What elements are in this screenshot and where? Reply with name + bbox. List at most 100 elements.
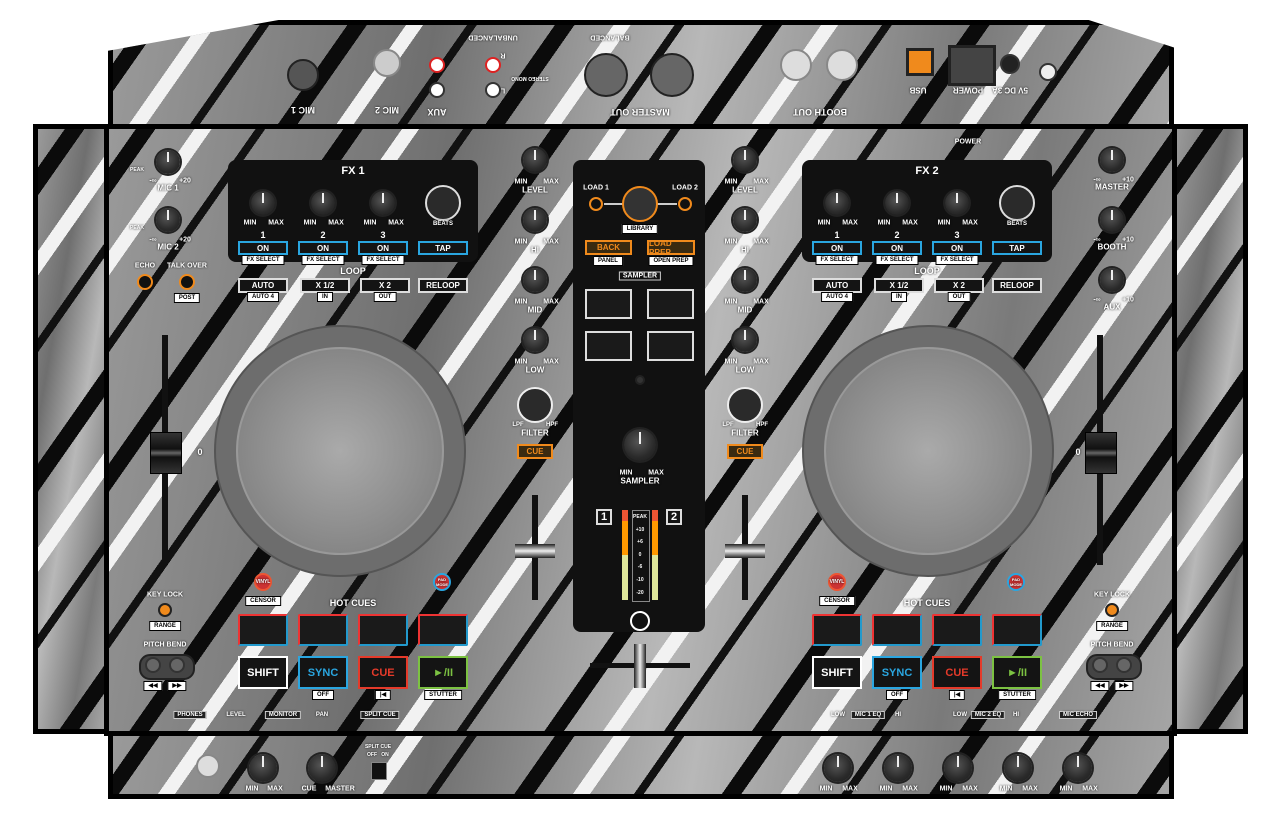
- hi-knob[interactable]: [523, 208, 547, 232]
- mic-front-knob-4[interactable]: [1004, 754, 1032, 782]
- fx2-knob[interactable]: [885, 191, 909, 215]
- jog-wheel-platter[interactable]: [236, 347, 444, 555]
- key-lock-button[interactable]: [158, 603, 172, 617]
- sync-button[interactable]: SYNC: [298, 656, 348, 689]
- mic-front-knob-1[interactable]: [824, 754, 852, 782]
- channel-fader-cap[interactable]: [515, 544, 555, 558]
- mic-front-knob-2[interactable]: [884, 754, 912, 782]
- mic-front-knob-3[interactable]: [944, 754, 972, 782]
- channel-2-badge[interactable]: 2: [666, 509, 682, 525]
- sync-button[interactable]: SYNC: [872, 656, 922, 689]
- load2-button[interactable]: [678, 197, 692, 211]
- shift-button[interactable]: SHIFT: [812, 656, 862, 689]
- pitch-bend-plus-button[interactable]: [1116, 657, 1132, 673]
- library-knob[interactable]: [622, 186, 658, 222]
- level-knob[interactable]: [733, 148, 757, 172]
- hi-knob[interactable]: [733, 208, 757, 232]
- headphone-jack[interactable]: [196, 754, 220, 778]
- vinyl-button[interactable]: [828, 573, 846, 591]
- fx-select-label: FX SELECT: [935, 255, 979, 265]
- echo-button[interactable]: [137, 274, 153, 290]
- load-prep-button[interactable]: LOAD PREP: [647, 239, 695, 257]
- fx1-on-button[interactable]: ON: [238, 241, 288, 255]
- hot-cue-pad-4[interactable]: [992, 614, 1042, 646]
- phones-level-knob[interactable]: [249, 754, 277, 782]
- load1-button[interactable]: [589, 197, 603, 211]
- sampler-pad-2[interactable]: [647, 289, 694, 319]
- filter-knob[interactable]: [517, 387, 553, 423]
- back-button[interactable]: BACK: [585, 240, 632, 255]
- fx1-knob[interactable]: [251, 191, 275, 215]
- fx3-on-button[interactable]: ON: [358, 241, 408, 255]
- low-knob[interactable]: [523, 328, 547, 352]
- fx1-on-button[interactable]: ON: [812, 241, 862, 255]
- loop-button-0[interactable]: AUTO: [812, 278, 862, 293]
- hot-cue-pad-1[interactable]: [238, 614, 288, 646]
- hot-cue-pad-2[interactable]: [872, 614, 922, 646]
- play-pause-button[interactable]: ►/II: [992, 656, 1042, 689]
- shift-button[interactable]: SHIFT: [238, 656, 288, 689]
- fx1-knob[interactable]: [825, 191, 849, 215]
- booth-knob[interactable]: [1100, 208, 1124, 232]
- pad-mode-button[interactable]: [1007, 573, 1025, 591]
- sampler-pad-1[interactable]: [585, 289, 632, 319]
- tap-button[interactable]: TAP: [992, 241, 1042, 255]
- hot-cue-pad-1[interactable]: [812, 614, 862, 646]
- vinyl-button[interactable]: [254, 573, 272, 591]
- talk-over-button[interactable]: [179, 274, 195, 290]
- loop-button-1[interactable]: X 1/2: [300, 278, 350, 293]
- low-knob[interactable]: [733, 328, 757, 352]
- split-cue-switch[interactable]: [371, 762, 387, 780]
- key-lock-button[interactable]: [1105, 603, 1119, 617]
- hot-cue-pad-2[interactable]: [298, 614, 348, 646]
- hot-cue-pad-3[interactable]: [932, 614, 982, 646]
- tap-button[interactable]: TAP: [418, 241, 468, 255]
- headphone-cue-button[interactable]: CUE: [727, 444, 763, 459]
- cue-button[interactable]: CUE: [932, 656, 982, 689]
- cue-master-knob[interactable]: [308, 754, 336, 782]
- loop-button-2[interactable]: X 2: [934, 278, 984, 293]
- crossfader-cap[interactable]: [634, 644, 646, 688]
- loop-button-3[interactable]: RELOOP: [418, 278, 468, 293]
- channel-1-badge[interactable]: 1: [596, 509, 612, 525]
- loop-button-1[interactable]: X 1/2: [874, 278, 924, 293]
- mid-knob[interactable]: [733, 268, 757, 292]
- beats-knob[interactable]: [999, 185, 1035, 221]
- fx3-knob[interactable]: [945, 191, 969, 215]
- sampler-pad-3[interactable]: [585, 331, 632, 361]
- pitch-bend-plus-button[interactable]: [169, 657, 185, 673]
- channel-fader-cap[interactable]: [725, 544, 765, 558]
- hot-cue-pad-3[interactable]: [358, 614, 408, 646]
- play-pause-button[interactable]: ►/II: [418, 656, 468, 689]
- power-switch[interactable]: [948, 45, 996, 86]
- fx2-on-button[interactable]: ON: [872, 241, 922, 255]
- level-max: MAX: [753, 178, 769, 186]
- fx2-on-button[interactable]: ON: [298, 241, 348, 255]
- sampler-volume-knob[interactable]: [624, 429, 656, 461]
- pitch-bend-minus-button[interactable]: [145, 657, 161, 673]
- loop-button-0[interactable]: AUTO: [238, 278, 288, 293]
- loop-button-2[interactable]: X 2: [360, 278, 410, 293]
- pitch-fader-cap[interactable]: [150, 432, 182, 474]
- fx3-knob[interactable]: [371, 191, 395, 215]
- mid-knob[interactable]: [523, 268, 547, 292]
- pitch-bend-minus-button[interactable]: [1092, 657, 1108, 673]
- beats-knob[interactable]: [425, 185, 461, 221]
- aux-knob[interactable]: [1100, 268, 1124, 292]
- cue-button[interactable]: CUE: [358, 656, 408, 689]
- pad-mode-button[interactable]: [433, 573, 451, 591]
- level-knob[interactable]: [523, 148, 547, 172]
- hot-cue-pad-4[interactable]: [418, 614, 468, 646]
- fx3-on-button[interactable]: ON: [932, 241, 982, 255]
- fx2-knob[interactable]: [311, 191, 335, 215]
- sampler-pad-4[interactable]: [647, 331, 694, 361]
- master-knob[interactable]: [1100, 148, 1124, 172]
- jog-wheel-platter[interactable]: [824, 347, 1032, 555]
- pitch-fader-cap[interactable]: [1085, 432, 1117, 474]
- mic-front-knob-5[interactable]: [1064, 754, 1092, 782]
- filter-knob[interactable]: [727, 387, 763, 423]
- headphone-cue-button[interactable]: CUE: [517, 444, 553, 459]
- mic2-knob[interactable]: [156, 208, 180, 232]
- loop-button-3[interactable]: RELOOP: [992, 278, 1042, 293]
- mic1-knob[interactable]: [156, 150, 180, 174]
